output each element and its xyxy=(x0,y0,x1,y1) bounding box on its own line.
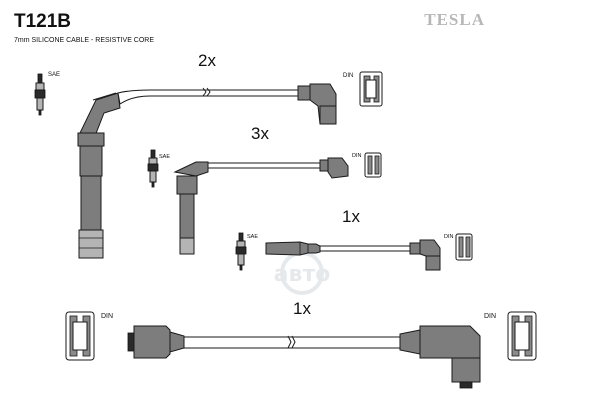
coil-connector-right xyxy=(399,325,481,389)
cable-1-right-label: DIN xyxy=(343,73,353,79)
cable-2-wire xyxy=(207,162,321,169)
part-number: T121B xyxy=(14,11,71,32)
cable-3-left-label: SAE xyxy=(247,234,258,240)
cable-1-quantity: 2x xyxy=(198,51,216,70)
cable-1-wire xyxy=(117,87,299,105)
spark-plug-boot-medium xyxy=(173,161,209,255)
cable-4-right-label: DIN xyxy=(484,313,496,320)
cable-row-1: 2x SAE xyxy=(34,51,383,259)
cable-1-left-label: SAE xyxy=(48,72,60,78)
cable-4-left-label: DIN xyxy=(101,313,113,320)
spark-plug-icon xyxy=(34,73,46,116)
spark-plug-icon xyxy=(147,149,159,188)
brand-logo: TESLA xyxy=(424,10,485,29)
din-terminal-icon xyxy=(364,152,382,178)
cable-2-right-label: DIN xyxy=(352,153,362,159)
spark-plug-boot-straight xyxy=(265,241,321,256)
cable-3-right-label: DIN xyxy=(444,234,454,240)
cable-2-quantity: 3x xyxy=(251,124,269,143)
cable-row-3: 1x SAE DIN xyxy=(235,207,473,271)
cable-row-2: 3x SAE DIN xyxy=(147,124,382,255)
din-terminal-icon xyxy=(65,311,95,361)
watermark-logo: авто xyxy=(274,251,331,295)
din-terminal-icon xyxy=(455,233,473,261)
cable-3-wire xyxy=(319,245,411,252)
cable-row-4: 1x DIN DIN xyxy=(65,299,537,389)
spark-plug-icon xyxy=(235,232,247,271)
coil-connector-left xyxy=(127,325,185,359)
cable-4-wire xyxy=(183,335,401,349)
din-terminal-icon xyxy=(507,311,537,361)
spark-plug-boot-long xyxy=(77,92,121,259)
din-terminal-icon xyxy=(359,71,383,107)
din-connector-icon xyxy=(297,83,337,125)
cable-3-quantity: 1x xyxy=(342,207,360,226)
cable-2-left-label: SAE xyxy=(159,154,170,160)
cable-4-quantity: 1x xyxy=(293,299,311,318)
din-connector-icon xyxy=(319,157,349,179)
din-connector-icon xyxy=(409,239,441,271)
product-description: 7mm SILICONE CABLE - RESISTIVE CORE xyxy=(14,37,154,44)
watermark-text: авто xyxy=(274,262,331,287)
